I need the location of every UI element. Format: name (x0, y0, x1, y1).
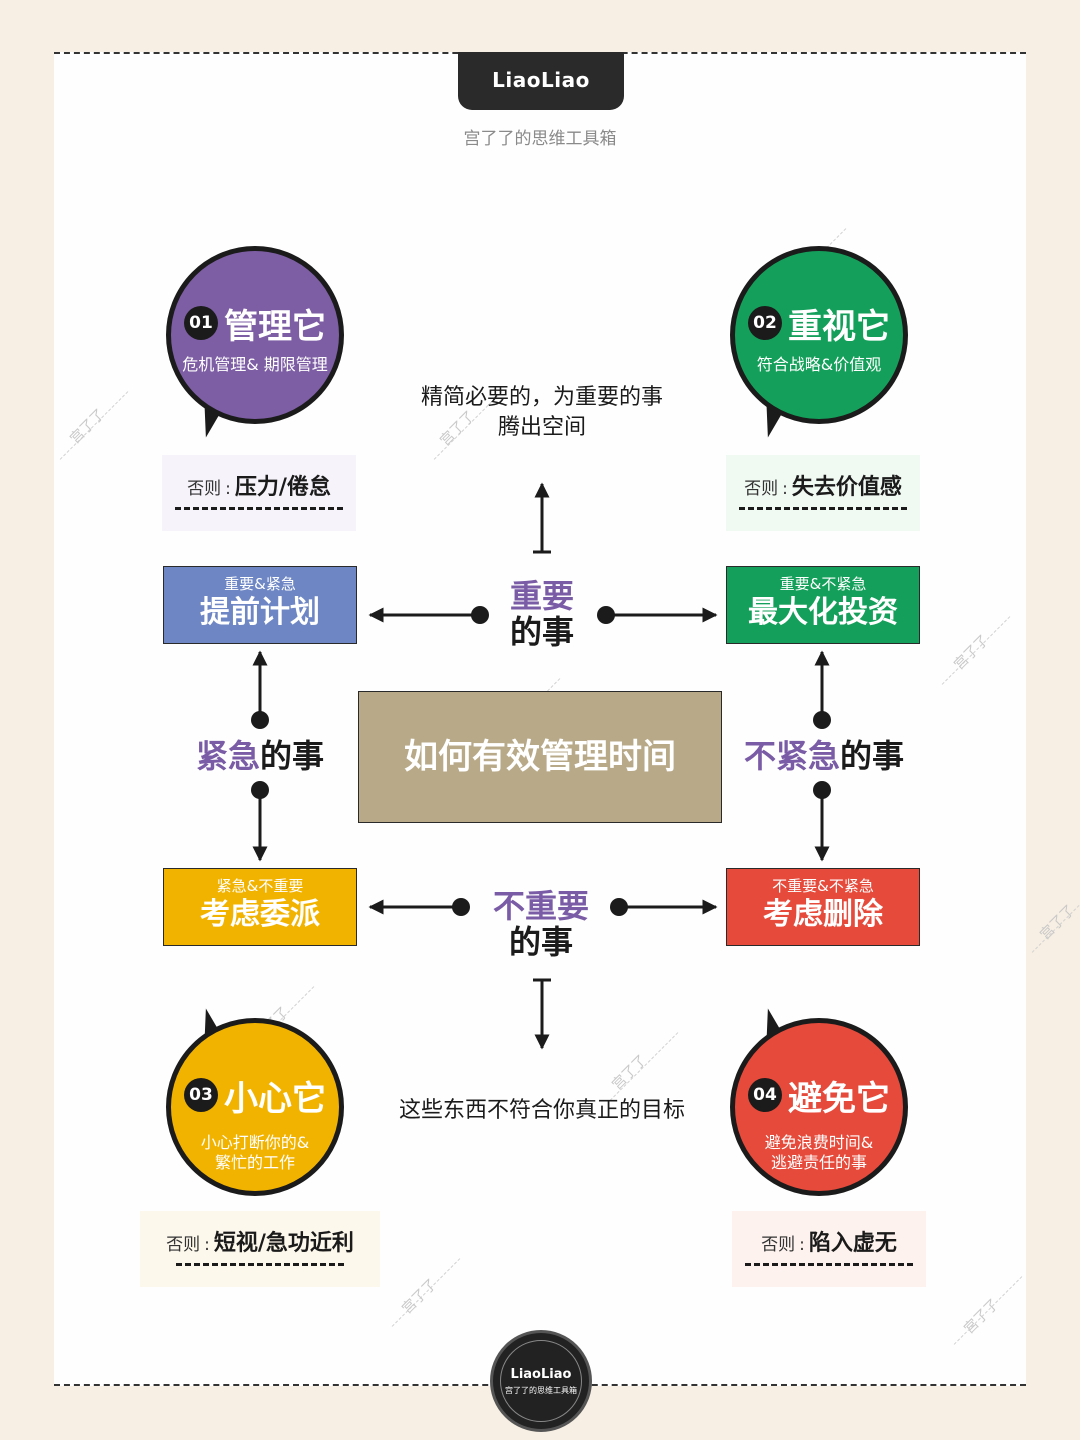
bubble-title: 重视它 (788, 306, 890, 347)
axis-urgent: 紧急的事 (170, 738, 350, 774)
dashed-underline (175, 507, 343, 510)
connector-dot (251, 781, 269, 799)
center-title: 如何有效管理时间 (358, 691, 722, 823)
quadrant-sub: 不重要&不紧急 (772, 877, 874, 895)
axis-highlight: 不重要 (492, 887, 589, 925)
bubble-title: 避免它 (788, 1078, 890, 1119)
dashed-underline (745, 1263, 913, 1266)
connector-dot (597, 606, 615, 624)
otherwise-panel: 否则:压力/倦怠 (162, 455, 356, 531)
otherwise-label: 否则 (187, 479, 222, 499)
axis-suffix: 的事 (508, 923, 573, 961)
quadrant-title: 提前计划 (200, 595, 320, 630)
bubble-desc: 危机管理& 期限管理 (182, 355, 328, 374)
connector-dot (813, 711, 831, 729)
otherwise-panel: 否则:失去价值感 (726, 455, 920, 531)
seal-title: LiaoLiao (510, 1367, 572, 1382)
number-badge: 01 (184, 306, 218, 340)
otherwise-value: 压力/倦怠 (234, 475, 331, 500)
number-badge: 02 (748, 306, 782, 340)
colon: : (204, 1235, 210, 1255)
bubble-title: 小心它 (224, 1078, 326, 1119)
axis-not-important: 不重要 的事 (466, 888, 616, 960)
bubble-header: 01 管理它 (171, 301, 339, 347)
connector-dot (610, 898, 628, 916)
bubble-careful: 03 小心它 小心打断你的& 繁忙的工作 (166, 1018, 344, 1196)
bubble-desc-line: 逃避责任的事 (770, 1153, 867, 1172)
axis-suffix: 的事 (840, 737, 905, 775)
quadrant-box-plan: 重要&紧急 提前计划 (163, 566, 357, 644)
logo: LiaoLiao (458, 52, 624, 110)
axis-highlight: 紧急 (195, 737, 260, 775)
axis-suffix: 的事 (260, 737, 325, 775)
quadrant-sub: 紧急&不重要 (216, 877, 304, 895)
bubble-manage: 01 管理它 危机管理& 期限管理 (166, 246, 344, 424)
otherwise-label: 否则 (166, 1235, 201, 1255)
axis-highlight: 不紧急 (743, 737, 840, 775)
connector-dot (813, 781, 831, 799)
bubble-value: 02 重视它 符合战略&价值观 (730, 246, 908, 424)
bubble-desc: 符合战略&价值观 (756, 355, 882, 374)
bubble-desc: 避免浪费时间& 逃避责任的事 (741, 1133, 897, 1173)
otherwise-panel: 否则:短视/急功近利 (140, 1211, 380, 1287)
dashed-underline (176, 1263, 344, 1266)
connector-dot (471, 606, 489, 624)
quadrant-sub: 重要&紧急 (224, 575, 296, 593)
otherwise-value: 失去价值感 (791, 475, 902, 500)
quadrant-title: 考虑委派 (200, 897, 320, 932)
colon: : (799, 1235, 805, 1255)
quadrant-box-delegate: 紧急&不重要 考虑委派 (163, 868, 357, 946)
axis-important: 重要 的事 (470, 578, 614, 650)
bubble-desc-line: 繁忙的工作 (214, 1153, 295, 1172)
connector-dot (251, 711, 269, 729)
connector-dot (452, 898, 470, 916)
otherwise-value: 短视/急功近利 (213, 1231, 354, 1256)
subtitle: 宫了了的思维工具箱 (463, 129, 617, 149)
note-bottom: 这些东西不符合你真正的目标 (398, 1098, 685, 1123)
seal-badge: LiaoLiao 宫了了的思维工具箱 (490, 1330, 592, 1432)
otherwise-panel: 否则:陷入虚无 (732, 1211, 926, 1287)
note-line: 腾出空间 (497, 415, 586, 440)
note-line: 精简必要的，为重要的事 (420, 385, 663, 410)
number-badge: 03 (184, 1078, 218, 1112)
quadrant-title: 考虑删除 (763, 897, 883, 932)
bubble-desc-line: 小心打断你的& (200, 1133, 310, 1152)
quadrant-box-delete: 不重要&不紧急 考虑删除 (726, 868, 920, 946)
bubble-header: 02 重视它 (735, 301, 903, 347)
otherwise-label: 否则 (744, 479, 779, 499)
quadrant-box-invest: 重要&不紧急 最大化投资 (726, 566, 920, 644)
colon: : (782, 479, 788, 499)
dashed-underline (739, 507, 907, 510)
bubble-desc: 小心打断你的& 繁忙的工作 (177, 1133, 333, 1173)
bubble-header: 03 小心它 (171, 1073, 339, 1119)
axis-highlight: 重要 (509, 577, 574, 615)
number-badge: 04 (748, 1078, 782, 1112)
bubble-title: 管理它 (224, 306, 326, 347)
bubble-avoid: 04 避免它 避免浪费时间& 逃避责任的事 (730, 1018, 908, 1196)
otherwise-label: 否则 (761, 1235, 796, 1255)
colon: : (225, 479, 231, 499)
axis-not-urgent: 不紧急的事 (724, 738, 924, 774)
quadrant-sub: 重要&不紧急 (779, 575, 867, 593)
bubble-desc-line: 避免浪费时间& (764, 1133, 874, 1152)
seal-subtitle: 宫了了的思维工具箱 (505, 1386, 577, 1395)
axis-suffix: 的事 (509, 613, 574, 651)
note-top: 精简必要的，为重要的事 腾出空间 (362, 383, 722, 443)
seal-ring (500, 1340, 582, 1422)
quadrant-title: 最大化投资 (748, 595, 898, 630)
bubble-header: 04 避免它 (735, 1073, 903, 1119)
otherwise-value: 陷入虚无 (808, 1231, 897, 1256)
